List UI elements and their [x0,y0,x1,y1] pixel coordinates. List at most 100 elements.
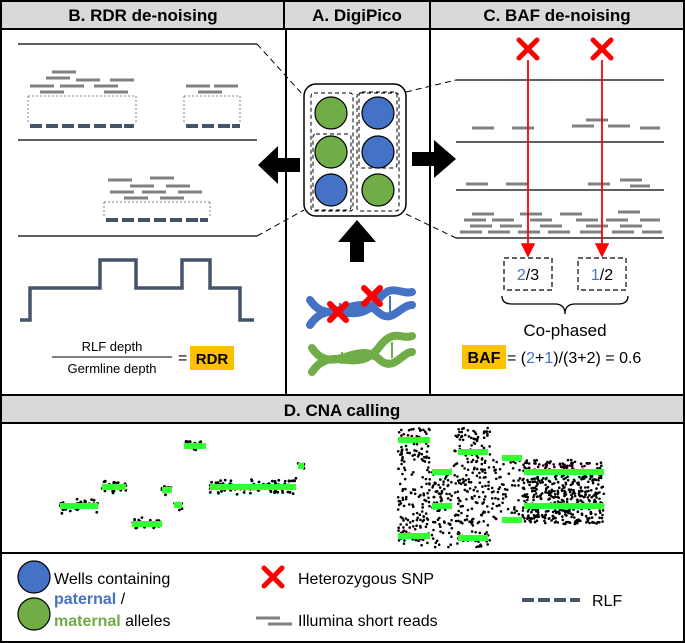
cna-point [140,516,144,519]
cna-point [577,483,581,487]
cna-point [527,466,531,470]
cna-point [482,520,486,523]
cna-point [558,511,561,515]
cna-point [597,476,601,480]
cna-point [459,482,463,486]
cna-point [468,487,472,490]
cna-point [556,480,560,484]
cna-point [457,519,460,523]
cna-point [290,479,294,483]
cna-point [466,468,470,472]
cna-point [188,440,192,443]
cna-point [568,508,571,512]
cna-point [426,491,429,495]
cna-point [483,461,487,465]
cna-point [530,477,534,481]
cna-point [496,490,500,494]
cna-point [453,449,456,453]
cna-point [548,497,551,501]
cna-point [585,490,589,493]
well-circle-icon [361,135,395,169]
cna-point [442,483,445,486]
cna-point [422,428,425,432]
cna-point [584,514,588,518]
cna-point [481,502,484,505]
cna-point [291,492,295,495]
cna-point [563,509,566,512]
cna-point [488,430,492,434]
cna-point [543,516,547,520]
cna-point [517,512,521,516]
cna-point [417,453,421,457]
cna-point [475,467,479,471]
cna-point [570,461,573,465]
cna-point [486,505,489,508]
cna-point [214,481,218,485]
cna-point [532,498,535,502]
cna-point [421,520,425,523]
cna-point [453,474,457,477]
cna-point [405,523,409,526]
cna-point [586,486,590,489]
cna-point [281,491,285,494]
cna-point [533,489,537,493]
cna-point [553,493,557,496]
cna-point [598,516,601,520]
cna-point [586,496,590,499]
cna-point [414,538,418,542]
cna-point [564,464,567,468]
cna-point [474,432,478,436]
cna-point [423,430,427,434]
cna-point [456,435,459,439]
cna-point [402,432,406,436]
cna-point [536,511,540,514]
cna-header [0,394,685,424]
cna-point [506,507,510,511]
cna-point [551,482,554,486]
cna-point [538,463,541,466]
cna-point [409,491,413,494]
cna-point [525,493,529,496]
cna-point [472,488,476,492]
cna-point [103,489,107,493]
cna-point [472,441,476,445]
cna-point [545,465,548,468]
cna-point [521,509,525,512]
cna-point [544,521,547,525]
cna-point [412,525,415,528]
cna-point [488,453,492,456]
cna-point [561,518,565,522]
cna-point [407,428,411,432]
cna-point [411,454,415,457]
cna-point [573,494,577,498]
cna-point [601,513,604,517]
cna-point [553,475,557,479]
cna-point [400,428,403,432]
cna-point [601,485,605,489]
cna-point [216,481,220,485]
cna-point [462,480,466,483]
well-circle-icon [361,96,395,130]
cna-point [220,490,223,493]
cna-point [425,456,428,460]
dna-helix-icon [306,286,416,376]
cna-point [545,476,548,480]
cna-point [595,487,598,490]
cna-point [581,489,584,493]
cna-point [471,524,475,527]
cna-point [475,460,478,464]
cna-point [561,465,565,469]
cna-point [474,486,477,489]
cna-point [484,532,487,536]
cna-point [476,545,480,548]
cna-point [463,488,467,492]
cna-point [532,493,536,497]
cna-point [458,444,462,448]
cna-point [531,508,534,512]
cna-point [563,489,566,493]
cna-point [457,509,461,513]
cna-point [458,499,462,502]
cna-point [461,477,465,481]
cna-point [522,481,526,485]
